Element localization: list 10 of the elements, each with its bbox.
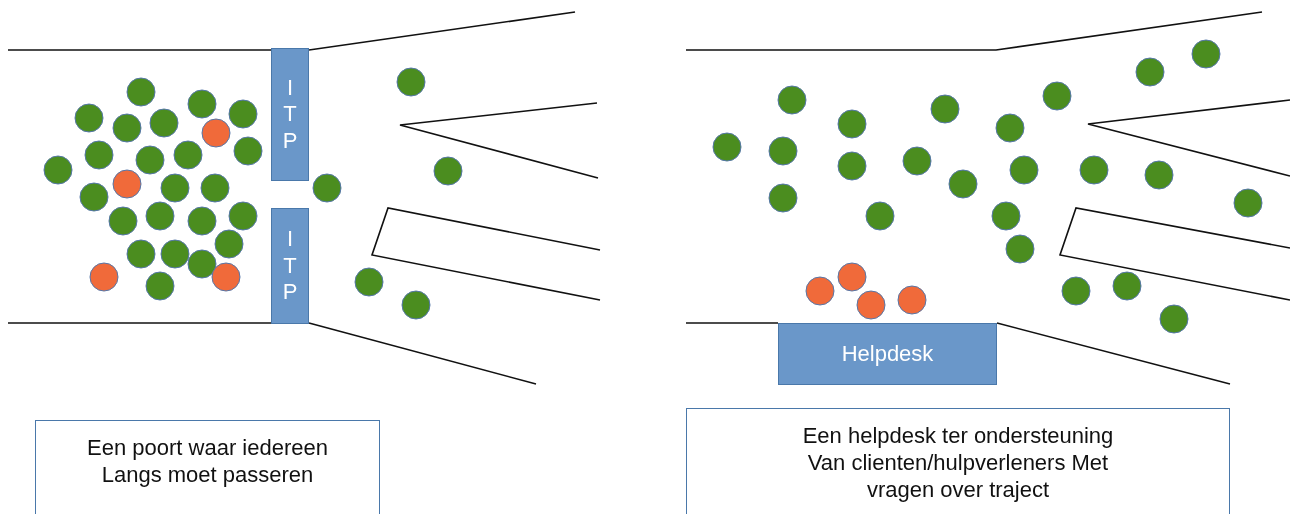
note-text: Een helpdesk ter ondersteuning Van clienten/hulpverleners Met vragen over traject — [801, 423, 1115, 504]
gate-box — [271, 208, 309, 324]
text-box — [35, 420, 380, 514]
helpdesk-box — [778, 323, 997, 385]
note-text: Een poort waar iedereen Langs moet passeren — [86, 435, 329, 489]
gate-label: ITP — [282, 74, 298, 155]
text-box — [686, 408, 1230, 514]
gate-label: ITP — [282, 226, 298, 306]
gate-box — [271, 48, 309, 181]
helpdesk-label: Helpdesk — [841, 341, 934, 367]
